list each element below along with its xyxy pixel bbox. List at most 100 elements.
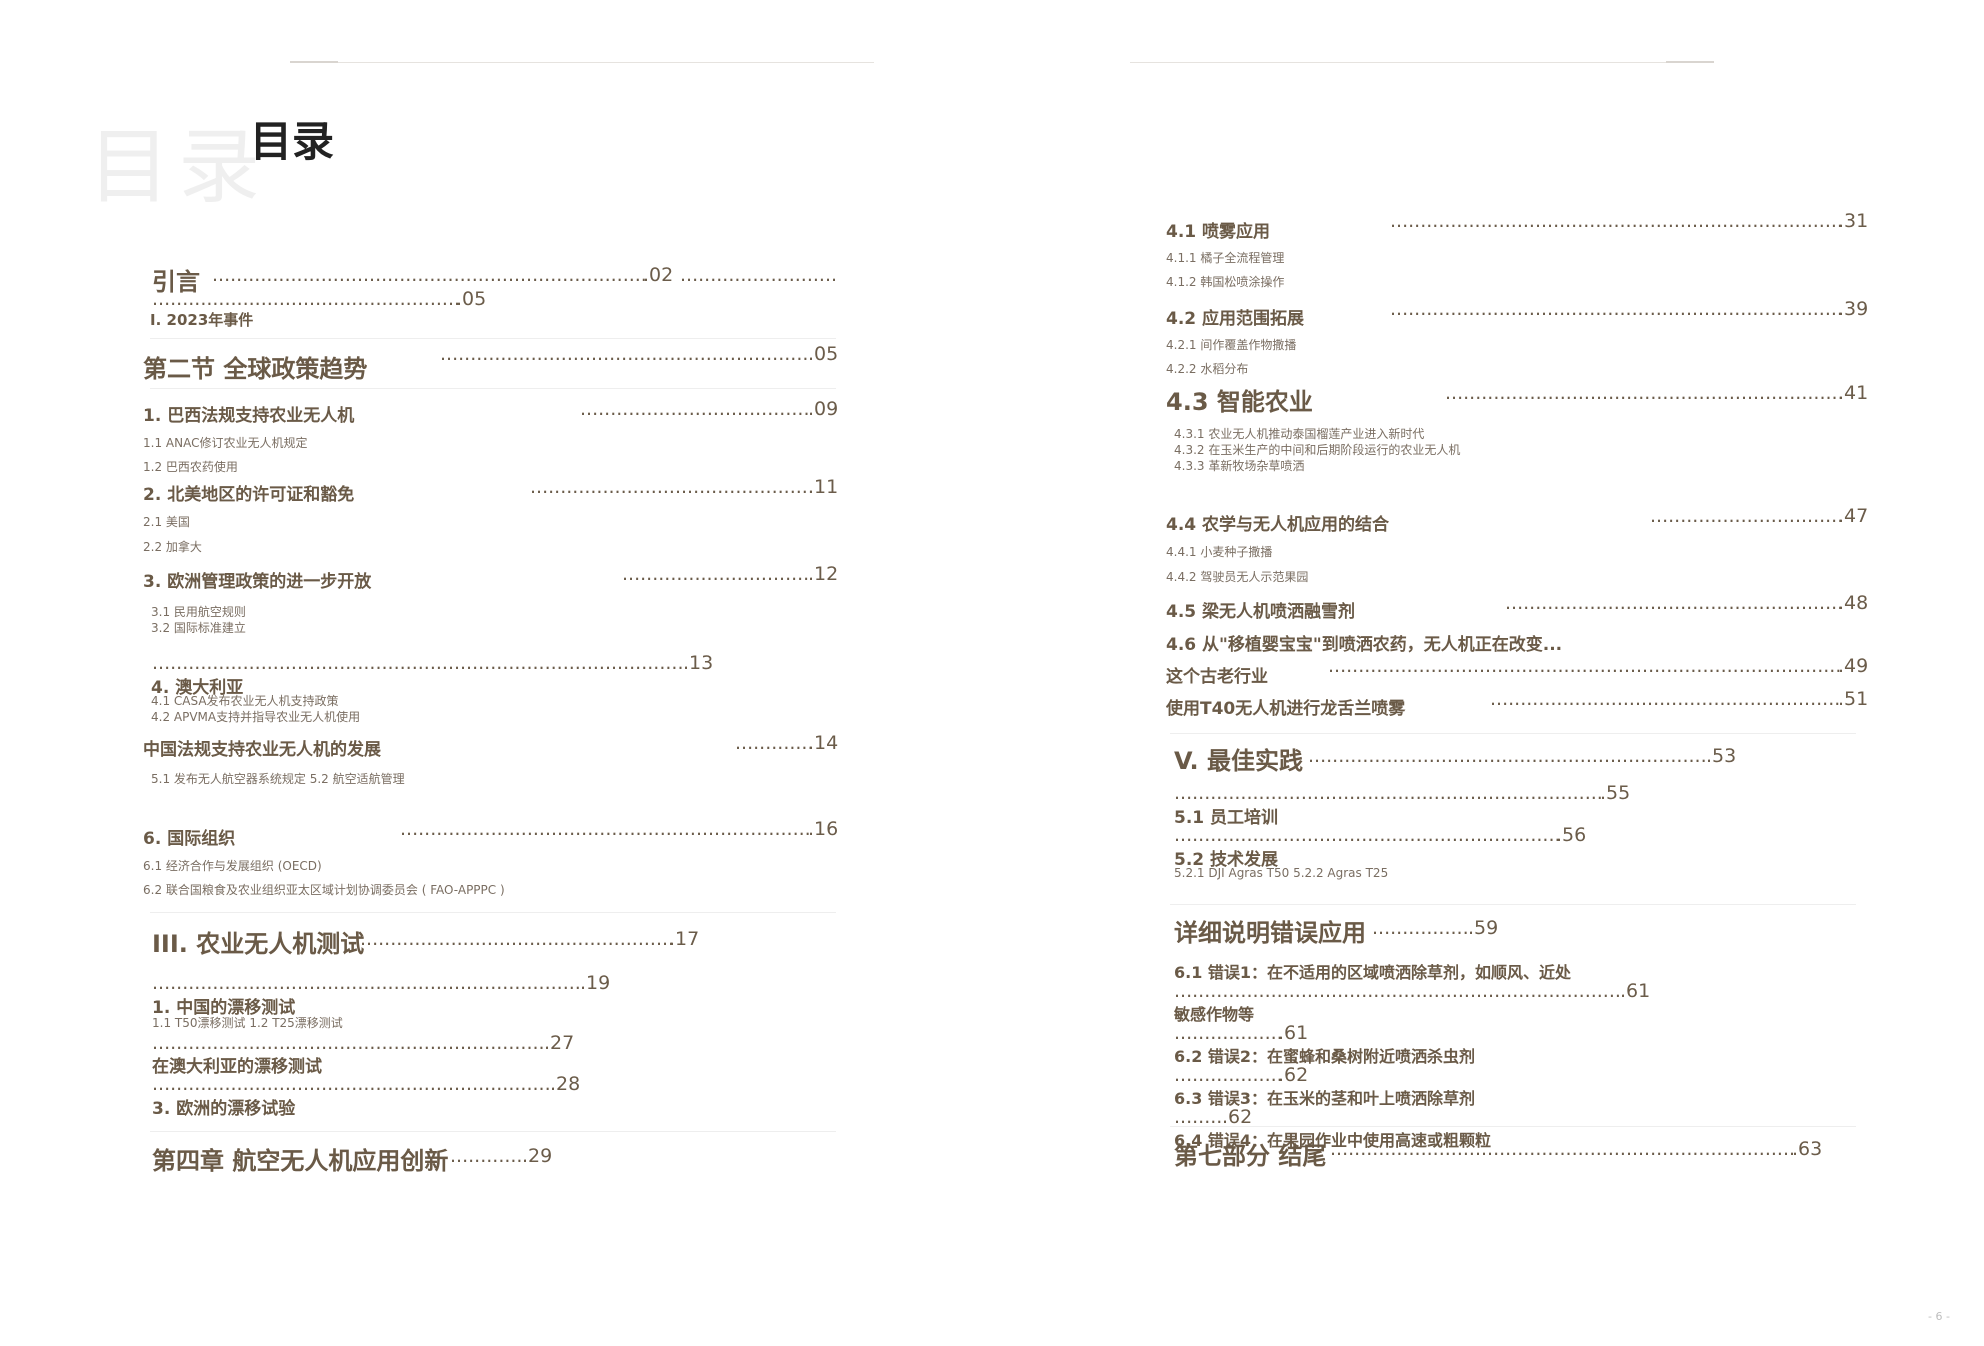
- toc-agro-1[interactable]: 4.4.1 小麦种子撒播: [1166, 545, 1273, 559]
- toc-agro-2[interactable]: 4.4.2 驾驶员无人示范果园: [1166, 570, 1309, 584]
- toc-t40-leader: ........................................…: [1490, 688, 1842, 710]
- toc-intro-leader: ........................................…: [212, 264, 647, 286]
- toc-sec2-label[interactable]: 第二节 全球政策趋势: [143, 355, 368, 383]
- toc-err1b-page: .61: [1278, 1022, 1309, 1044]
- toc-err2-page: .62: [1278, 1064, 1309, 1086]
- toc-cn-label[interactable]: 中国法规支持农业无人机的发展: [143, 740, 381, 760]
- divider: [150, 338, 836, 339]
- toc-train-label[interactable]: 5.1 员工培训: [1174, 808, 1279, 828]
- toc-drift-au-leader: ........................................…: [152, 1032, 548, 1054]
- toc-brazil-label[interactable]: 1. 巴西法规支持农业无人机: [143, 406, 355, 426]
- toc-na-1[interactable]: 2.1 美国: [143, 515, 190, 529]
- toc-agro-label[interactable]: 4.4 农学与无人机应用的结合: [1166, 515, 1390, 535]
- toc-brazil-1[interactable]: 1.1 ANAC修订农业无人机规定: [143, 436, 308, 450]
- toc-err1-leader: ........................................…: [1174, 980, 1624, 1002]
- toc-event-dots-page: .05: [456, 288, 487, 310]
- toc-err2-label[interactable]: 6.2 错误2：在蜜蜂和桑树附近喷洒杀虫剂: [1174, 1047, 1476, 1066]
- toc-intl-2[interactable]: 6.2 联合国粮食及农业组织亚太区域计划协调委员会 ( FAO-APPPC ): [143, 883, 505, 897]
- toc-eu-label[interactable]: 3. 欧洲管理政策的进一步开放: [143, 572, 372, 592]
- toc-ancient-leader: ........................................…: [1328, 655, 1842, 677]
- toc-eu-1[interactable]: 3.1 民用航空规则: [151, 605, 246, 619]
- toc-cn-leader: .........................: [735, 732, 812, 754]
- toc-test-label[interactable]: III. 农业无人机测试: [152, 930, 365, 958]
- toc-intl-1[interactable]: 6.1 经济合作与发展组织 (OECD): [143, 859, 322, 873]
- toc-na-leader: ........................................…: [530, 476, 812, 498]
- toc-tech-label[interactable]: 5.2 技术发展: [1174, 850, 1279, 870]
- toc-fusion-page: .48: [1838, 592, 1869, 614]
- toc-errors-page: .59: [1468, 917, 1499, 939]
- toc-ancient-label[interactable]: 这个古老行业: [1166, 667, 1268, 687]
- toc-ch7-label[interactable]: 第七部分 结尾: [1174, 1142, 1327, 1170]
- toc-intro-leader-2: ........................................…: [680, 264, 835, 286]
- toc-cn-1[interactable]: 5.1 发布无人航空器系统规定 5.2 航空适航管理: [151, 772, 405, 786]
- toc-drift-eu-label[interactable]: 3. 欧洲的漂移试验: [152, 1099, 296, 1119]
- toc-spray-2[interactable]: 4.1.2 韩国松喷涂操作: [1166, 275, 1285, 289]
- toc-au-2[interactable]: 4.2 APVMA支持并指导农业无人机使用: [151, 710, 361, 724]
- toc-scope-label[interactable]: 4.2 应用范围拓展: [1166, 309, 1305, 329]
- toc-test-page: .17: [669, 928, 700, 950]
- toc-na-2[interactable]: 2.2 加拿大: [143, 540, 202, 554]
- toc-ch7-page: .63: [1792, 1138, 1823, 1160]
- toc-err3-leader: ................: [1174, 1106, 1226, 1128]
- toc-smart-1[interactable]: 4.3.1 农业无人机推动泰国榴莲产业进入新时代: [1174, 427, 1425, 441]
- toc-tech-1[interactable]: 5.2.1 DJI Agras T50 5.2.2 Agras T25: [1174, 866, 1389, 880]
- toc-best-page: .53: [1706, 745, 1737, 767]
- toc-err3-label[interactable]: 6.3 错误3：在玉米的茎和叶上喷洒除草剂: [1174, 1089, 1476, 1108]
- toc-drift-eu-page: .28: [550, 1073, 581, 1095]
- toc-smart-label[interactable]: 4.3 智能农业: [1166, 388, 1313, 416]
- divider: [1170, 904, 1856, 905]
- toc-err1-page: .61: [1620, 980, 1651, 1002]
- toc-brazil-page: .09: [808, 398, 839, 420]
- toc-intl-leader: ........................................…: [400, 818, 812, 840]
- toc-drift-cn-label[interactable]: 1. 中国的漂移测试: [152, 998, 296, 1018]
- toc-spray-label[interactable]: 4.1 喷雾应用: [1166, 222, 1271, 242]
- toc-agro-leader: ........................................…: [1650, 505, 1842, 527]
- toc-spray-page: .31: [1838, 210, 1869, 232]
- toc-event-leader: ........................................…: [152, 288, 460, 310]
- toc-intro-page: .02: [643, 264, 674, 286]
- toc-err1-label[interactable]: 6.1 错误1：在不适用的区域喷洒除草剂，如顺风、近处: [1174, 963, 1572, 982]
- toc-best-leader: ........................................…: [1308, 745, 1710, 767]
- toc-brazil-2[interactable]: 1.2 巴西农药使用: [143, 460, 238, 474]
- toc-smart-2[interactable]: 4.3.2 在玉米生产的中间和后期阶段运行的农业无人机: [1174, 443, 1461, 457]
- toc-eu-2[interactable]: 3.2 国际标准建立: [151, 621, 246, 635]
- toc-ch4-label[interactable]: 第四章 航空无人机应用创新: [152, 1147, 449, 1175]
- toc-test-leader: ........................................…: [360, 928, 673, 950]
- toc-ch7-leader: ........................................…: [1330, 1138, 1796, 1160]
- toc-eu-leader: ........................................…: [622, 563, 812, 585]
- header-accent-left: [290, 61, 338, 63]
- header-rule-left: [290, 62, 874, 63]
- toc-eu-page: .12: [808, 563, 839, 585]
- toc-au-label[interactable]: 4. 澳大利亚: [151, 678, 244, 698]
- toc-scope-page: .39: [1838, 298, 1869, 320]
- toc-fusion-label[interactable]: 4.5 梁无人机喷洒融雪剂: [1166, 602, 1356, 622]
- toc-seedling-label[interactable]: 4.6 从"移植婴宝宝"到喷洒农药，无人机正在改变...: [1166, 635, 1563, 655]
- toc-na-label[interactable]: 2. 北美地区的许可证和豁免: [143, 485, 355, 505]
- divider: [1170, 733, 1856, 734]
- toc-t40-label[interactable]: 使用T40无人机进行龙舌兰喷雾: [1166, 699, 1406, 719]
- toc-scope-1[interactable]: 4.2.1 间作覆盖作物撒播: [1166, 338, 1297, 352]
- toc-scope-leader: ........................................…: [1390, 298, 1842, 320]
- toc-err2-leader: .................................: [1174, 1064, 1282, 1086]
- toc-cn-page: .14: [808, 732, 839, 754]
- toc-spray-1[interactable]: 4.1.1 橘子全流程管理: [1166, 251, 1285, 265]
- toc-errors-label[interactable]: 详细说明错误应用: [1174, 919, 1366, 947]
- toc-intl-page: .16: [808, 818, 839, 840]
- toc-smart-3[interactable]: 4.3.3 革新牧场杂草喷洒: [1174, 459, 1305, 473]
- toc-tech-page: .56: [1556, 824, 1587, 846]
- toc-au-1[interactable]: 4.1 CASA发布农业无人机支持政策: [151, 694, 339, 708]
- toc-intl-label[interactable]: 6. 国际组织: [143, 829, 236, 849]
- toc-drift-au-page: .27: [544, 1032, 575, 1054]
- toc-err4-label[interactable]: 6.4 错误4：在果园作业中使用高速或粗颗粒: [1174, 1131, 1492, 1150]
- toc-drift-cn-1[interactable]: 1.1 T50漂移测试 1.2 T25漂移测试: [152, 1016, 343, 1030]
- toc-ch4-page: .29: [522, 1145, 553, 1167]
- toc-drift-au-label[interactable]: 在澳大利亚的漂移测试: [152, 1057, 322, 1077]
- toc-fusion-leader: ........................................…: [1505, 592, 1842, 614]
- toc-best-label[interactable]: V. 最佳实践: [1174, 747, 1303, 775]
- toc-err1b-label[interactable]: 敏感作物等: [1174, 1005, 1255, 1024]
- header-accent-right: [1666, 61, 1714, 63]
- toc-intro-label[interactable]: 引言: [152, 268, 200, 296]
- toc-event-label[interactable]: I. 2023年事件: [150, 311, 254, 329]
- header-rule-right: [1130, 62, 1714, 63]
- toc-scope-2[interactable]: 4.2.2 水稻分布: [1166, 362, 1249, 376]
